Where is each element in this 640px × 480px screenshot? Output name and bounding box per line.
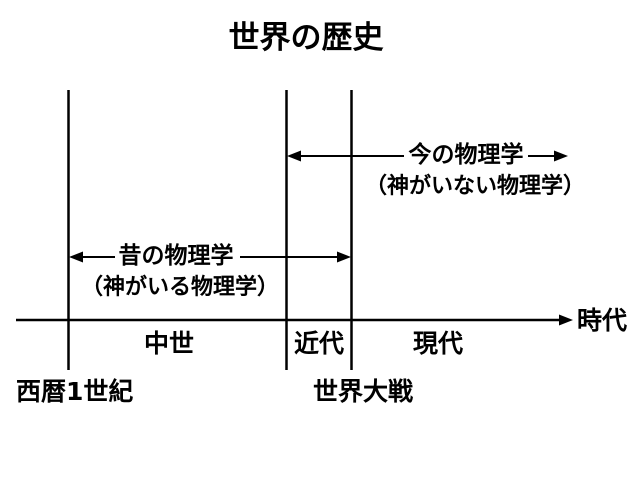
time-axis-arrowhead-icon — [559, 314, 573, 326]
new-physics-left-arrowhead-icon — [287, 150, 301, 162]
old-physics-left-arrowhead-icon — [69, 251, 83, 263]
marker-label-1st-century: 西暦1世紀 — [16, 377, 134, 406]
era-label-modern: 近代 — [293, 329, 345, 358]
time-axis-label: 時代 — [577, 306, 628, 335]
old-physics-right-arrowhead-icon — [337, 251, 351, 263]
marker-label-world-war: 世界大戦 — [313, 377, 414, 406]
era-label-middle-ages: 中世 — [143, 329, 195, 358]
old-physics-label: 昔の物理学 — [118, 243, 234, 269]
new-physics-sub-label: （神がいない物理学） — [364, 174, 586, 199]
new-physics-label: 今の物理学 — [408, 142, 524, 168]
new-physics-right-arrowhead-icon — [554, 150, 568, 162]
old-physics-sub-label: （神がいる物理学） — [80, 275, 280, 300]
slide-title: 世界の歴史 — [228, 20, 384, 56]
era-label-contemporary: 現代 — [412, 329, 464, 358]
